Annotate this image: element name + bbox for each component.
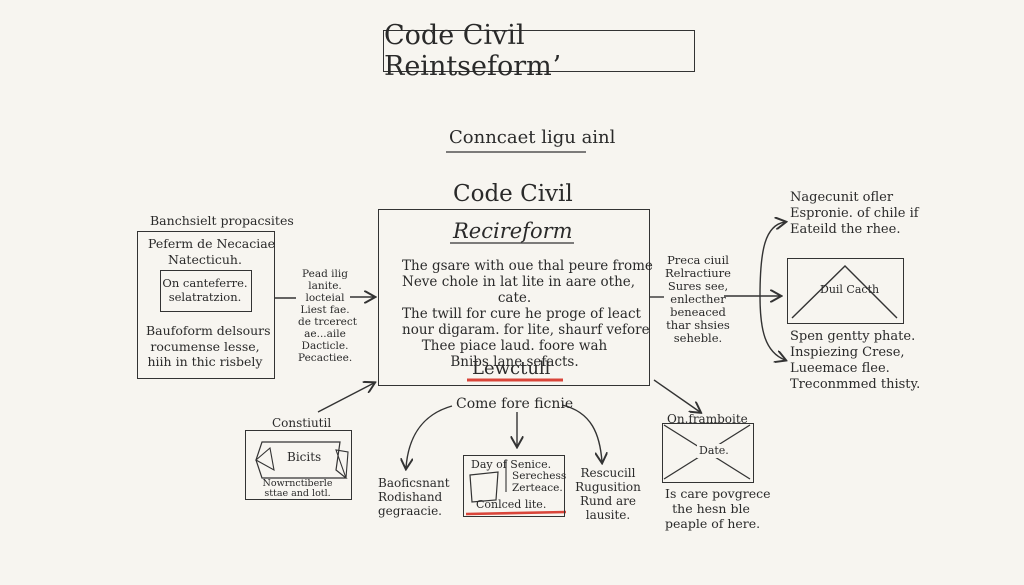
right-bottom-line: Spen gentty phate. — [790, 329, 916, 344]
right-mid-line: seheble. — [673, 331, 723, 345]
right-mid-line: enlecther — [670, 292, 726, 306]
page-title: Code Civil Reintseformʼ — [384, 20, 561, 82]
main-text-line: The gsare with oue thal peure frome — [402, 258, 653, 274]
main-text-line: The twill for cure he proge of leact — [402, 306, 641, 322]
right-mid-line: Relractiure — [665, 266, 731, 280]
right-top-line: Nagecunit ofler — [790, 190, 894, 205]
left-inner-line: selatratzion. — [168, 290, 242, 305]
bottom-right-line: Is care povgrece — [665, 486, 771, 501]
constitl-inner: Bicits — [287, 450, 322, 464]
day-box-highlight: Conlced lite. — [476, 498, 547, 511]
day-box-text: Serechess Zerteace. — [512, 470, 566, 494]
bottom-left-line: gegraacie. — [378, 504, 442, 518]
bottom-mid-line: lausite. — [585, 508, 631, 522]
note-line: Pead ilig — [302, 268, 348, 280]
constitl-bottom-line: sttae and lotl. — [264, 488, 331, 499]
left-inner-text: On canteferre. selatratzion. — [162, 276, 248, 305]
right-bottom-line: Lueemace flee. — [790, 361, 890, 376]
main-box-title: Recireform — [453, 219, 573, 243]
right-bottom-text: Spen gentty phate. Inspiezing Crese, Lue… — [790, 329, 920, 393]
constitl-label: Constiutil — [272, 416, 332, 430]
bottom-left-line: Rodishand — [378, 490, 443, 504]
subtitle: Conncaet ligu ainl — [449, 127, 616, 148]
note-line: Pecactiee. — [298, 352, 353, 364]
day-box-title: Day of Senice. — [471, 458, 552, 471]
right-box-triangle — [791, 265, 898, 319]
arrow-constitl-to-main — [317, 383, 374, 413]
note-line: Liest fae. — [300, 304, 350, 316]
right-mid-line: Sures see, — [667, 279, 729, 293]
right-mid-line: thar shsies — [666, 318, 730, 332]
mid-left-notes: Pead ilig lanite. locteial Liest fae. de… — [298, 268, 357, 364]
below-label: Come fore ficnie — [456, 396, 574, 412]
note-line: locteial — [305, 292, 345, 304]
constitl-sketch-2 — [255, 446, 349, 479]
arrow-below-left — [406, 405, 453, 468]
left-bottom-line: rocumense lesse, — [150, 338, 260, 354]
constitl-bottom: Nowrnctiberle sttae and lotl. — [250, 479, 345, 499]
bottom-right-line: peaple of here. — [665, 516, 761, 531]
bottom-left-line: Baoficsnant — [378, 476, 450, 490]
main-text-line: nour digaram. for lite, shaurf vefore — [402, 322, 650, 338]
constitl-box — [245, 430, 352, 500]
bottom-left-text: Baoficsnant Rodishand gegraacie. — [378, 476, 450, 518]
main-text-line: Thee piace laud. foore wah — [421, 338, 608, 354]
right-box — [787, 258, 904, 324]
right-bottom-line: Treconmmed thisty. — [790, 377, 921, 392]
bottom-mid-text: Rescucill Rugusition Rund are lausite. — [575, 466, 641, 522]
left-top-line: Natecticuh. — [168, 251, 242, 267]
arrow-main-to-onframb — [653, 379, 700, 412]
title-box: Code Civil Reintseformʼ — [383, 20, 695, 82]
onframb-box — [662, 423, 754, 483]
main-box-text: The gsare with oue thal peure frome Neve… — [402, 258, 653, 370]
left-inner-box — [160, 270, 252, 312]
note-line: ae...aile — [304, 328, 346, 340]
arrow-fork-up — [759, 222, 785, 297]
left-bottom-text: Baufoform delsours rocumense lesse, hiih… — [146, 323, 271, 370]
note-line: Dacticle. — [301, 340, 349, 352]
onframb-inner: Date. — [697, 444, 731, 458]
main-text-line: cate. — [497, 290, 532, 306]
right-top-text: Nagecunit ofler Espronie. of chile if Ea… — [790, 190, 919, 238]
day-highlight-underline — [465, 510, 567, 516]
left-inner-line: On canteferre. — [162, 276, 248, 290]
left-top-text: Peferm de Necaciae Natecticuh. — [148, 236, 276, 267]
day-box-line: Serechess — [512, 470, 567, 482]
day-box-line: Zerteace. — [512, 482, 563, 494]
right-box-label: Duil Cacth — [820, 283, 880, 296]
main-text-line: Neve chole in lat lite in aare othe, — [402, 274, 636, 290]
main-text-line: Bnibs lane sefacts. — [450, 354, 579, 370]
bottom-right-text: Is care povgrece the hesn ble peaple of … — [665, 486, 771, 531]
bottom-mid-line: Rugusition — [575, 480, 641, 494]
right-mid-line: Preca ciuil — [667, 253, 729, 267]
constitl-bottom-line: Nowrnctiberle — [262, 478, 333, 489]
right-mid-text: Preca ciuil Relractiure Sures see, enlec… — [662, 254, 734, 345]
bottom-right-line: the hesn ble — [672, 501, 750, 516]
left-box — [137, 231, 275, 379]
arrow-fork-down — [759, 295, 785, 360]
note-line: de trcerect — [298, 316, 357, 328]
left-heading: Banchsielt propacsites — [150, 213, 294, 228]
bottom-mid-line: Rund are — [580, 494, 636, 508]
right-top-line: Espronie. of chile if — [790, 206, 919, 221]
right-top-line: Eateild the rhee. — [790, 222, 901, 237]
main-highlight: Lewctull — [472, 358, 551, 379]
center-heading: Code Civil — [453, 181, 573, 207]
onframb-label: On.framboite — [667, 412, 748, 426]
day-box-sketch — [469, 471, 499, 503]
left-bottom-line: Baufoform delsours — [146, 323, 271, 338]
arrow-below-right — [561, 404, 602, 462]
bottom-mid-line: Rescucill — [580, 466, 636, 480]
left-top-line: Peferm de Necaciae — [148, 236, 276, 251]
left-bottom-line: hiih in thic risbely — [147, 354, 263, 370]
right-bottom-line: Inspiezing Crese, — [790, 345, 905, 360]
day-box — [463, 455, 565, 517]
main-box — [378, 209, 650, 386]
note-line: lanite. — [308, 280, 342, 292]
right-mid-line: beneaced — [670, 305, 726, 319]
